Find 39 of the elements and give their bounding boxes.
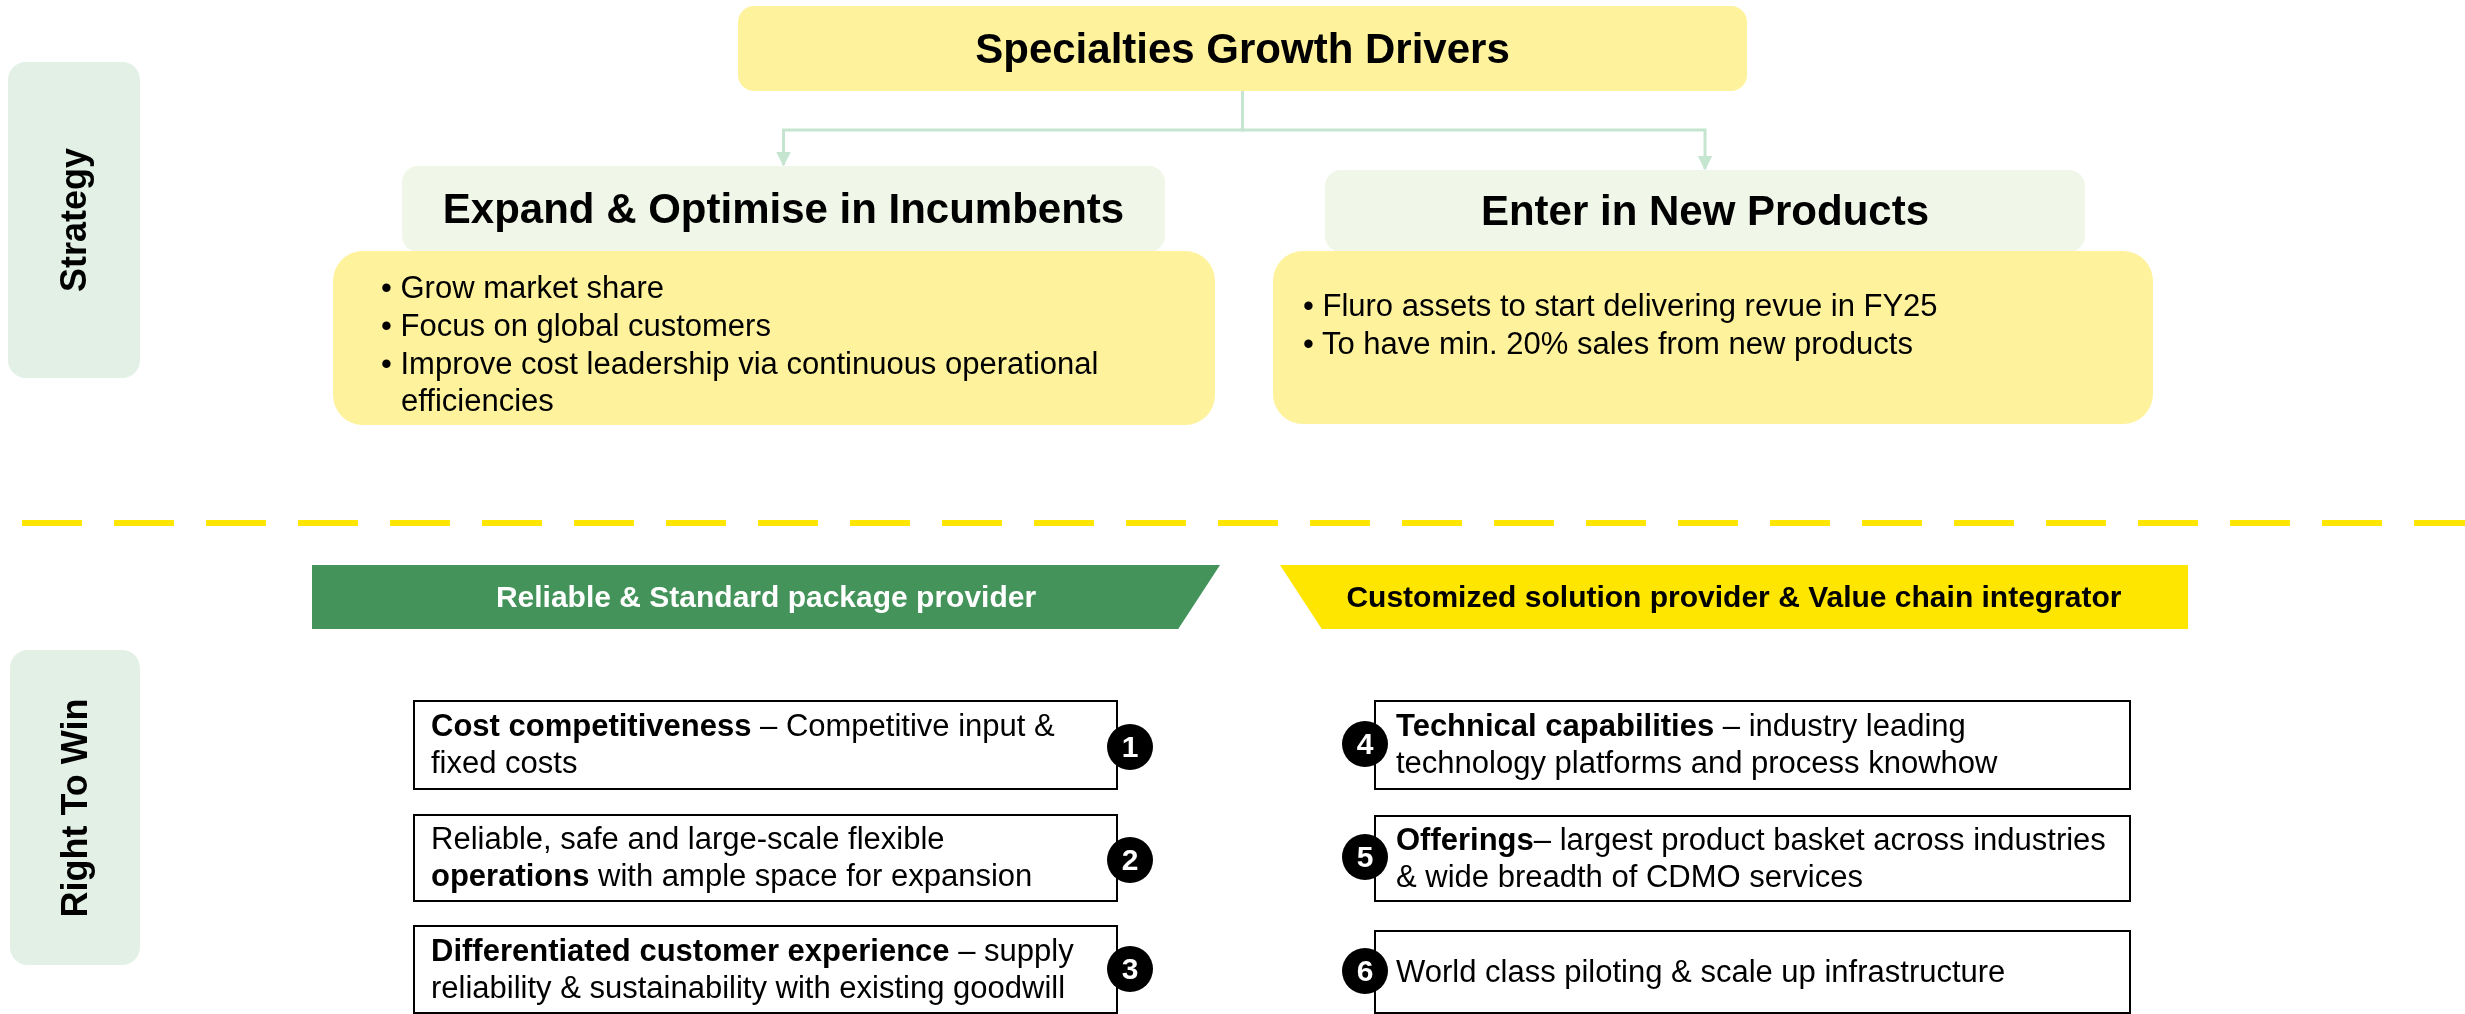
strength-box	[413, 925, 1118, 1014]
heading-box	[402, 166, 1165, 252]
banner	[312, 565, 1220, 629]
number-badge: 2	[1107, 837, 1153, 883]
number-badge: 4	[1342, 721, 1388, 767]
side-band	[10, 650, 140, 965]
heading-text: Expand & Optimise in Incumbents	[442, 185, 1125, 233]
strength-box	[413, 700, 1118, 790]
bullet-list-box	[1273, 251, 2153, 424]
number-badge: 6	[1342, 948, 1388, 994]
strength-box	[1374, 815, 2131, 902]
banner	[1280, 565, 2188, 629]
bullet-item: • Fluro assets to start delivering revue in FY25	[1303, 287, 1938, 325]
heading-box	[1325, 170, 2085, 252]
strength-text: Cost competitiveness – Competitive input & fixed costs	[431, 708, 1056, 782]
number-badge: 1	[1107, 724, 1153, 770]
strength-text: Offerings– largest product basket across industries & wide breadth of CDMO services	[1396, 821, 2107, 896]
banner-text: Customized solution provider & Value chain integrator	[1346, 580, 2122, 614]
number-badge: 5	[1342, 834, 1388, 880]
strength-box	[1374, 930, 2131, 1014]
banner-text: Reliable & Standard package provider	[495, 580, 1037, 614]
heading-text: Enter in New Products	[1480, 187, 1930, 235]
number-badge: 3	[1107, 946, 1153, 992]
strength-text: World class piloting & scale up infrastructure	[1396, 953, 2006, 991]
side-label: Right To Win	[54, 698, 96, 917]
strength-box	[1374, 700, 2131, 790]
bullet-item: • Grow market share	[381, 269, 666, 307]
bullet-item: • Improve cost leadership via continuous operational efficiencies	[381, 344, 1100, 421]
strength-box	[413, 814, 1118, 902]
strength-text: Differentiated customer experience – supply reliability & sustainability with existing goodwill	[431, 932, 1075, 1007]
strength-text: Reliable, safe and large-scale flexible operations with ample space for expansion	[431, 821, 1034, 895]
side-label: Strategy	[53, 147, 95, 293]
title-box	[738, 6, 1747, 91]
bullet-list-box	[333, 251, 1215, 425]
bullet-item: • To have min. 20% sales from new products	[1303, 324, 1914, 363]
side-band	[8, 62, 140, 378]
title-text: Specialties Growth Drivers	[975, 24, 1510, 73]
strength-text: Technical capabilities – industry leading technology platforms and process knowhow	[1396, 708, 1999, 782]
bullet-item: • Focus on global customers	[381, 306, 772, 345]
